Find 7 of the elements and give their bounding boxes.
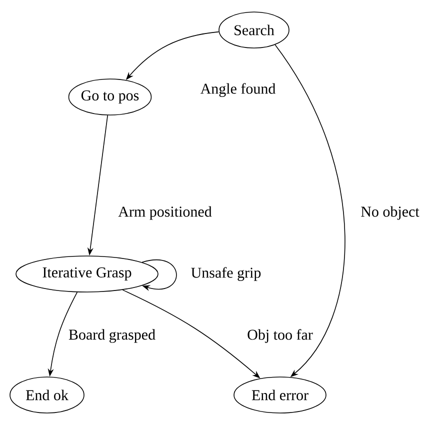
edge-label: No object bbox=[360, 205, 420, 221]
edge-label: Unsafe grip bbox=[190, 266, 262, 282]
arrow bbox=[142, 260, 177, 291]
edge-label: Obj too far bbox=[246, 328, 314, 344]
edge-label: Board grasped bbox=[67, 328, 157, 344]
edge-label: Angle found bbox=[199, 82, 277, 98]
edge-label: Arm positioned bbox=[117, 205, 213, 221]
